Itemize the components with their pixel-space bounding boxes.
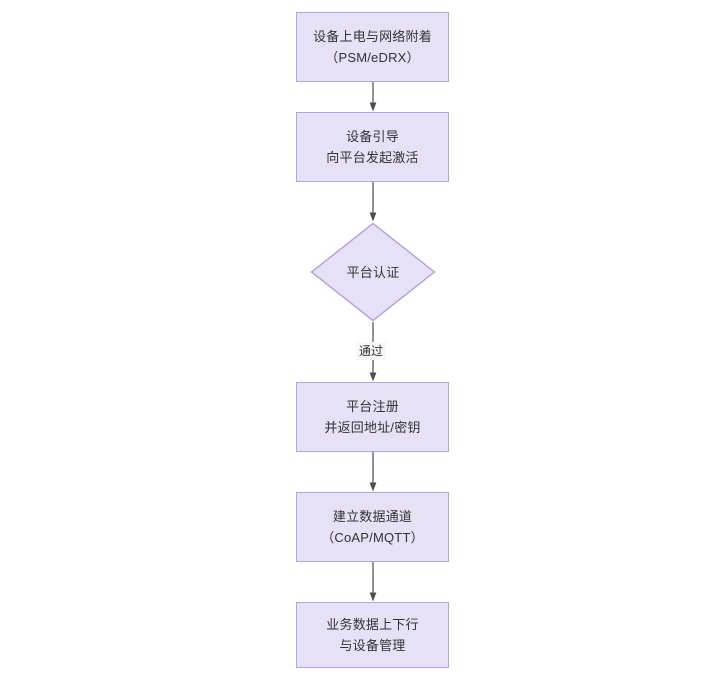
node-label-line: 并返回地址/密钥: [324, 420, 421, 435]
node-label-line: 平台注册: [346, 399, 399, 414]
node-label-line: 业务数据上下行: [326, 617, 419, 632]
node-label-line: （PSM/eDRX）: [325, 50, 420, 65]
node-label-line: 设备引导: [346, 129, 399, 144]
node-device-bootstrap[interactable]: 设备引导 向平台发起激活: [296, 112, 449, 182]
node-label-line: 建立数据通道: [332, 509, 413, 524]
node-platform-registration[interactable]: 平台注册 并返回地址/密钥: [296, 382, 449, 452]
node-device-power-on[interactable]: 设备上电与网络附着 （PSM/eDRX）: [296, 12, 449, 82]
node-label-line: 向平台发起激活: [326, 150, 419, 165]
node-label: 平台认证: [310, 222, 436, 322]
edge-label-pass: 通过: [356, 342, 387, 360]
node-platform-authentication[interactable]: 平台认证: [310, 222, 436, 322]
node-business-data-and-device-management[interactable]: 业务数据上下行 与设备管理: [296, 602, 449, 668]
diamond-shape-icon: [310, 222, 436, 322]
node-label-line: （CoAP/MQTT）: [321, 530, 424, 545]
node-label-line: 与设备管理: [339, 638, 406, 653]
node-establish-data-channel[interactable]: 建立数据通道 （CoAP/MQTT）: [296, 492, 449, 562]
node-label-line: 设备上电与网络附着: [313, 29, 432, 44]
node-label-line: 平台认证: [346, 264, 400, 280]
